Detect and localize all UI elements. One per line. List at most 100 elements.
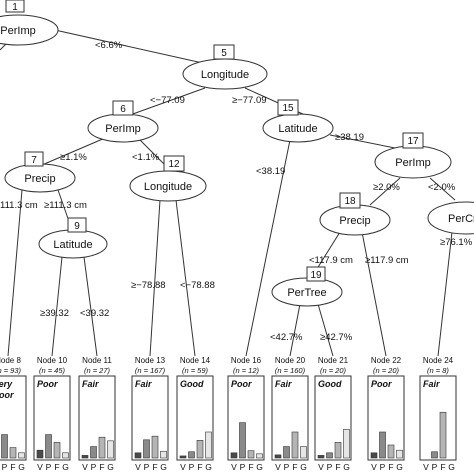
edge-7-to-8: [7, 189, 23, 357]
edge-label: ≥42.7%: [320, 332, 353, 343]
class-proportion-bar: [90, 446, 97, 459]
edge-labels: <6.6% <−77.09 ≥−77.09 ≥1.1% <1.1% 111.3 …: [0, 40, 473, 343]
edge-label: <117.9 cm: [309, 255, 353, 266]
terminal-node-label: Node 24: [423, 356, 454, 365]
edge-label: <−78.88: [180, 280, 215, 291]
class-proportion-bar: [196, 440, 204, 459]
edge-5-to-6: [129, 87, 206, 116]
class-axis-letter: F: [99, 462, 104, 472]
terminal-node-count: (n = 8): [427, 366, 449, 375]
class-axis-letter: P: [46, 462, 52, 472]
edge-label: ≥−78.88: [131, 280, 166, 291]
terminal-node-label: Node 13: [135, 356, 166, 365]
terminal-class-box: [271, 375, 309, 461]
class-axis-letter: F: [10, 462, 15, 472]
class-axis-letter: P: [432, 462, 438, 472]
node-variable: Longitude: [144, 181, 192, 193]
terminal-node-count: (n = 167): [135, 366, 166, 375]
class-axis-letter: P: [380, 462, 386, 472]
class-axis-letter: G: [62, 462, 69, 472]
inner-node-7: Precip 7: [4, 151, 76, 193]
class-proportion-bar: [98, 436, 106, 459]
inner-nodes: PerImp 1 Longitude 5 PerImp 6 Precip 7: [0, 0, 474, 307]
terminal-class-box: [33, 375, 71, 461]
inner-node-18: Precip 18: [319, 192, 391, 236]
class-proportion-bar: [205, 431, 212, 459]
class-proportion-bar: [179, 455, 187, 459]
class-proportion-bar: [143, 439, 150, 459]
terminal-nodes: Node 8(n = 93)VeryPoorVPFGNode 10(n = 45…: [0, 356, 457, 472]
node-id: 15: [282, 103, 294, 114]
class-proportion-bar: [188, 451, 195, 459]
node-id: 18: [344, 196, 356, 207]
edge-6-to-7: [41, 137, 106, 166]
terminal-class-box: [367, 375, 405, 461]
class-proportion-bar: [379, 431, 386, 459]
class-axis-letter: V: [318, 462, 324, 472]
terminal-node-count: (n = 20): [320, 366, 347, 375]
edge-17-to-18: [369, 177, 401, 206]
class-axis-letter: P: [240, 462, 246, 472]
class-proportion-bar: [256, 453, 263, 459]
class-proportion-bar: [9, 447, 17, 459]
terminal-node-count: (n = 20): [373, 366, 400, 375]
terminal-node-label: Node 11: [82, 356, 112, 365]
edge-label: <42.7%: [270, 332, 303, 343]
node-variable: PerImp: [105, 123, 140, 135]
node-variable: Precip: [24, 173, 55, 185]
class-axis-letter: V: [371, 462, 377, 472]
class-axis-letter: V: [180, 462, 186, 472]
class-axis-letter: V: [82, 462, 88, 472]
class-axis-letter: F: [292, 462, 297, 472]
class-proportion-bar: [343, 429, 350, 459]
class-axis-letter: G: [448, 462, 455, 472]
edge-label: ≥76.1%: [440, 237, 473, 248]
class-proportion-bar: [439, 411, 447, 459]
edge-label: ≥117.9 cm: [365, 255, 409, 266]
class-proportion-bar: [134, 452, 142, 459]
edge-label: ≥38.19: [335, 132, 364, 143]
edge-label: ≥39.32: [40, 308, 69, 319]
terminal-class-label: Good: [318, 379, 342, 389]
node-variable: Latitude: [278, 123, 317, 135]
terminal-class-label: Poor: [371, 379, 392, 389]
inner-node-1: PerImp 1: [0, 0, 59, 46]
class-proportion-bar: [431, 451, 438, 459]
class-proportion-bar: [1, 434, 8, 459]
class-proportion-bar: [230, 452, 238, 459]
class-axis-letter: G: [343, 462, 350, 472]
class-proportion-bar: [291, 431, 299, 459]
class-proportion-bar: [62, 452, 69, 459]
inner-node-12: Longitude 12: [129, 155, 207, 202]
node-variable: PerImp: [395, 157, 430, 169]
edge-label: <2.0%: [428, 182, 456, 193]
edge-label: <−77.09: [150, 95, 185, 106]
edge-15-to-17: [329, 134, 396, 149]
inner-node-9: Latitude 9: [38, 217, 108, 259]
class-axis-letter: P: [284, 462, 290, 472]
class-axis-letter: F: [335, 462, 340, 472]
terminal-class-box: [176, 375, 214, 461]
terminal-node-label: Node 20: [275, 356, 306, 365]
inner-node-percr: PerCr: [427, 201, 474, 235]
edge-label: ≥2.0%: [373, 182, 400, 193]
class-proportion-bar: [45, 434, 52, 459]
edge-19-to-21: [317, 303, 334, 357]
edge-label: ≥−77.09: [232, 95, 267, 106]
terminal-node-label: Node 16: [231, 356, 262, 365]
edge-label: ≥111.3 cm: [44, 200, 87, 211]
class-proportion-bar: [396, 449, 403, 459]
edge-19-to-20: [289, 303, 301, 357]
class-proportion-bar: [239, 422, 246, 459]
class-axis-letter: P: [144, 462, 150, 472]
class-axis-letter: V: [275, 462, 281, 472]
node-variable: PerImp: [0, 25, 35, 37]
inner-node-19: PerTree 19: [271, 266, 343, 307]
class-proportion-bar: [160, 450, 167, 459]
node-id: 17: [407, 136, 419, 147]
edge-15-to-16: [245, 139, 291, 357]
